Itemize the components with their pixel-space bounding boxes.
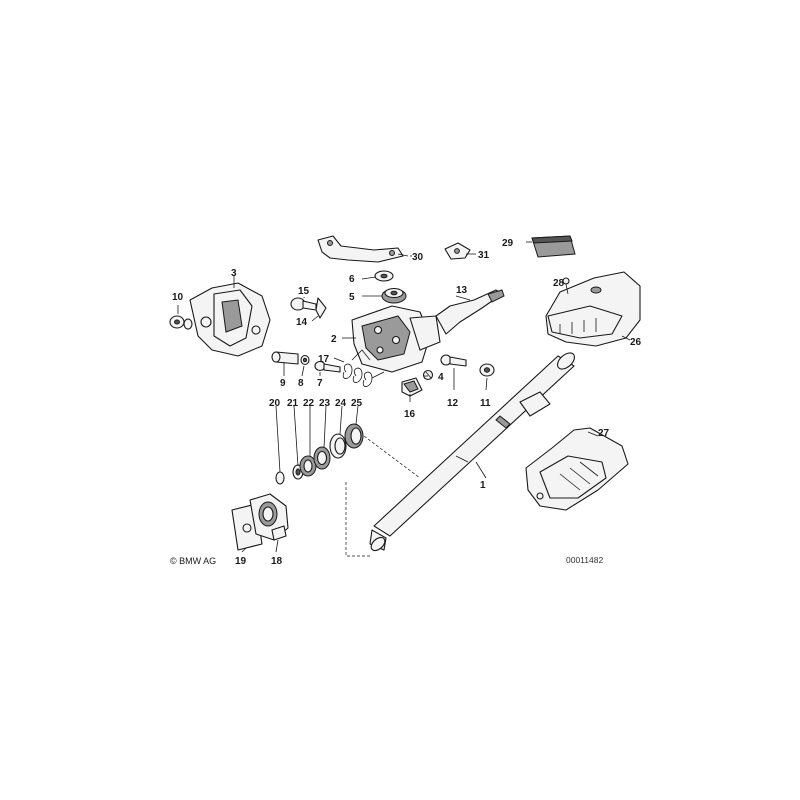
callout-13: 13 [456,285,468,296]
part-16-block [401,377,423,397]
callout-31: 31 [478,250,490,261]
callout-27: 27 [598,428,610,439]
part-12-bolt [440,354,467,367]
callout-17: 17 [318,354,330,365]
part-24-ring [329,433,347,459]
copyright-text: © BMW AG [170,556,216,566]
callout-29: 29 [502,238,514,249]
callout-15: 15 [298,286,310,297]
callout-3: 3 [231,268,237,279]
callout-10: 10 [172,292,184,303]
part-28-screw [562,277,570,295]
part-29-pad [531,235,576,258]
callout-20: 20 [269,398,281,409]
part-9-pin [271,351,299,365]
callout-30: 30 [412,252,424,263]
part-4-screw [422,369,434,381]
callout-1: 1 [480,480,486,491]
part-11-nut [479,363,495,377]
callout-5: 5 [349,292,355,303]
callout-8: 8 [298,378,304,389]
callout-6: 6 [349,274,355,285]
part-7-screw [314,360,341,373]
callout-22: 22 [303,398,315,409]
part-30-bracket [317,235,404,263]
part-13-lever [435,289,505,335]
callout-26: 26 [630,337,642,348]
part-15-bolt [290,297,317,311]
part-20-ring [275,471,285,485]
callout-12: 12 [447,398,459,409]
callout-23: 23 [319,398,331,409]
part-23-bearing [313,446,331,470]
part-31-clip [444,242,471,260]
callout-9: 9 [280,378,286,389]
callout-4: 4 [438,372,444,383]
part-26-upper-shroud [545,271,641,347]
reference-number: 00011482 [566,555,603,565]
assembly-guides [345,429,421,557]
part-14-clip [315,297,327,319]
leader-lines [177,241,631,553]
part-10-nut [169,315,193,330]
callout-labels: 1 2 3 4 5 6 7 8 9 10 11 12 13 14 15 16 1… [172,238,642,567]
part-27-lower-shroud [525,427,629,511]
callout-28: 28 [553,278,565,289]
part-8-washer [300,354,310,366]
part-18-housing [249,493,289,541]
callout-16: 16 [404,409,416,420]
part-17-spring [342,349,385,387]
callout-11: 11 [480,398,491,409]
part-2-mount-bracket [351,305,441,373]
part-3-bracket [189,276,271,357]
callout-18: 18 [271,556,283,567]
callout-14: 14 [296,317,308,328]
part-1-column-tube [369,352,575,552]
part-5-grommet [381,287,407,304]
callout-21: 21 [287,398,299,409]
part-25-bearing [344,423,364,449]
callout-7: 7 [317,378,323,389]
callout-25: 25 [351,398,363,409]
callout-2: 2 [331,334,337,345]
callout-19: 19 [235,556,247,567]
part-6-grommet [374,270,394,282]
callout-24: 24 [335,398,347,409]
